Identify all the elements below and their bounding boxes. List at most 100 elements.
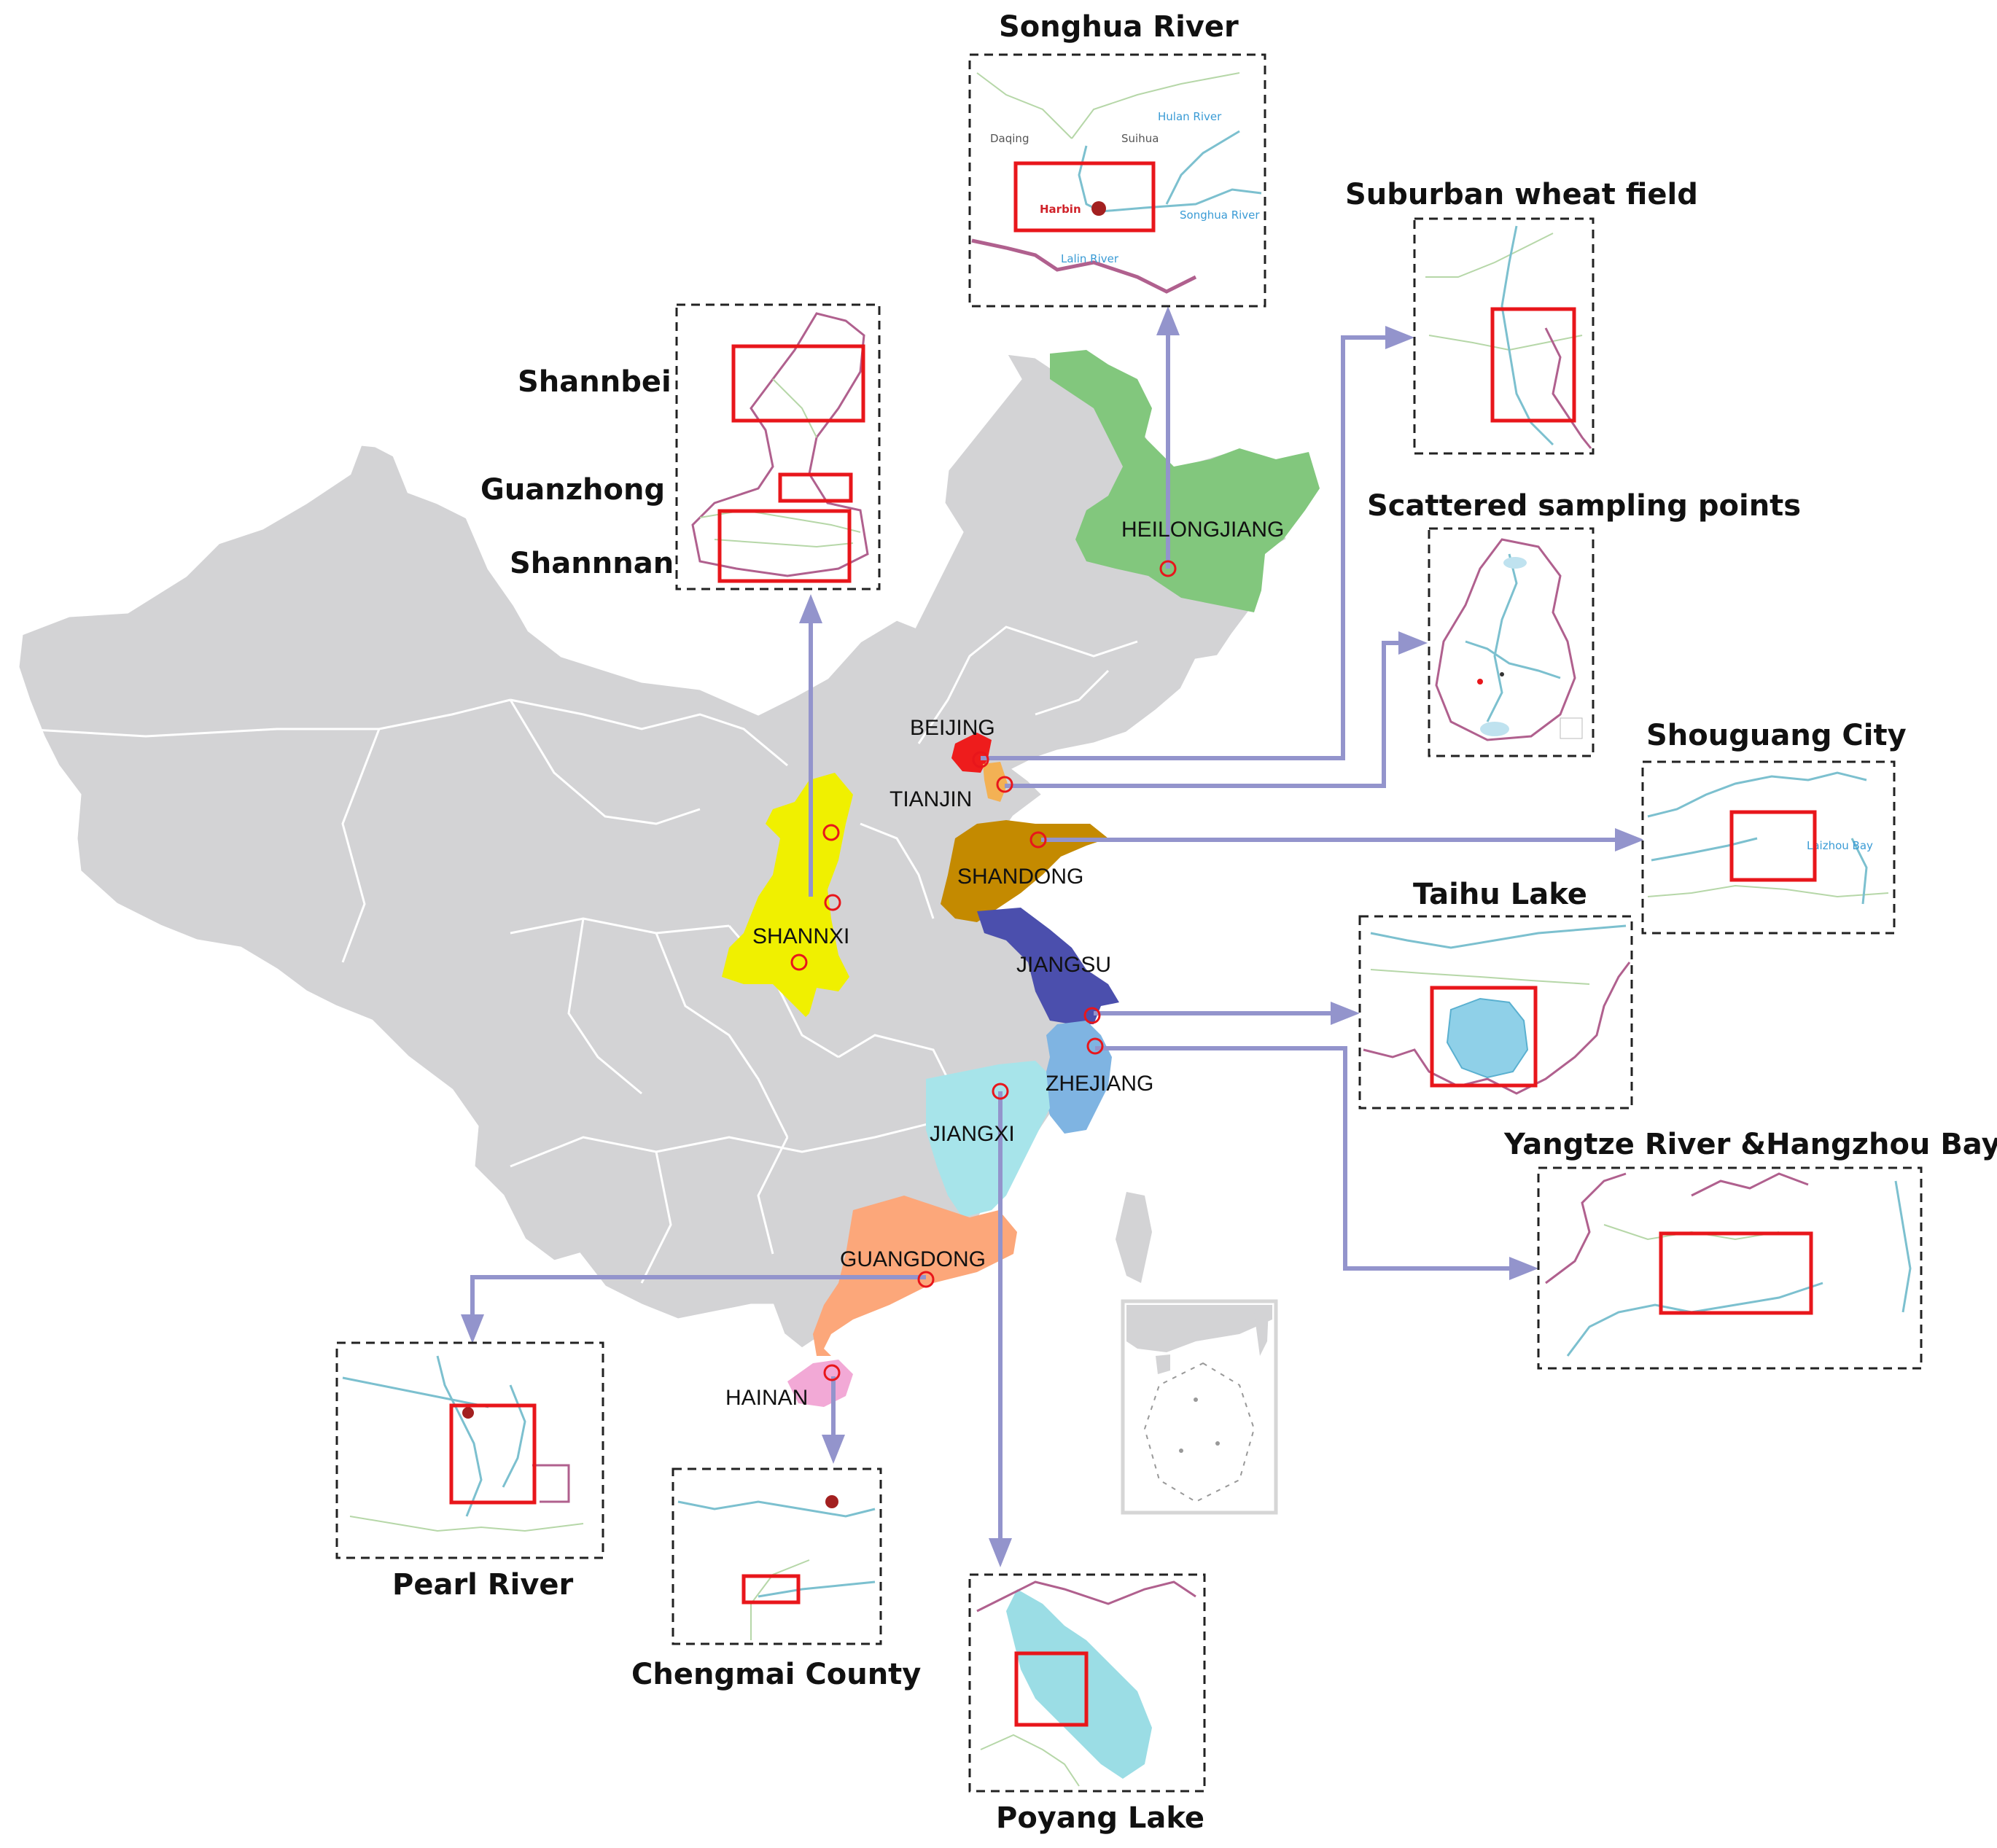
- inset-yangtze-hangzhou-bay: Yangtze River &Hangzhou Bay: [1503, 1128, 1997, 1370]
- highlight-box-shouguang: [1729, 810, 1817, 882]
- inset-songhua-river: Songhua River Daqing Suihua Hulan River …: [968, 10, 1266, 308]
- inset-frame-shaanxi: [675, 303, 881, 590]
- highlight-box-chengmai: [741, 1574, 801, 1605]
- province-labels: HEILONGJIANG BEIJING TIANJIN SHANDONG SH…: [725, 518, 1284, 1410]
- inset-shouguang-city: Shouguang City Laizhou Bay: [1641, 719, 1907, 935]
- highlight-box-guanzhong: [778, 472, 853, 503]
- connector-lines: [461, 306, 1644, 1567]
- label-shandong: SHANDONG: [957, 865, 1083, 889]
- hainan-region: [787, 1360, 853, 1407]
- inset-frame-shouguang: [1641, 760, 1896, 935]
- shannxi-region: [722, 773, 853, 1017]
- inset-title-poyang: Poyang Lake: [996, 1801, 1204, 1835]
- site-hainan: [823, 1364, 841, 1381]
- arrowhead-scattered: [1398, 631, 1428, 655]
- arrowhead-taihu: [1331, 1002, 1360, 1025]
- inset-title-yangtze: Yangtze River &Hangzhou Bay: [1503, 1128, 1997, 1161]
- arrowhead-shouguang: [1615, 828, 1644, 851]
- site-shannxi-central: [824, 894, 841, 911]
- label-jiangsu: JIANGSU: [1016, 953, 1111, 977]
- taiwan-shape: [1116, 1192, 1152, 1283]
- site-jiangxi: [992, 1083, 1009, 1100]
- inset-pearl-river: Pearl River: [335, 1341, 604, 1602]
- site-guangdong: [917, 1271, 935, 1288]
- poyang-lake-water: [1006, 1589, 1152, 1779]
- sampling-sites: [790, 560, 1177, 1381]
- connector-tianjin: [1005, 641, 1407, 788]
- highlight-box-taihu: [1430, 986, 1538, 1088]
- inset-chengmai-county: Chengmai County: [631, 1467, 921, 1691]
- highlight-box-poyang: [1014, 1651, 1089, 1727]
- shandong-region: [941, 820, 1108, 922]
- region-label-guanzhong: Guanzhong: [480, 473, 665, 507]
- highlight-box-shannbei: [731, 344, 865, 423]
- arrowhead-yangtze: [1509, 1257, 1538, 1280]
- inset-poyang-lake: Poyang Lake: [968, 1573, 1206, 1835]
- highlighted-provinces: [722, 350, 1320, 1407]
- highlight-box-yangtze: [1659, 1231, 1813, 1315]
- label-beijing: BEIJING: [910, 716, 995, 740]
- label-jiangxi: JIANGXI: [930, 1122, 1015, 1146]
- site-tianjin: [996, 776, 1013, 793]
- inset-title-shouguang: Shouguang City: [1646, 719, 1907, 752]
- label-zhejiang: ZHEJIANG: [1046, 1072, 1153, 1096]
- inset-title-songhua: Songhua River: [999, 10, 1239, 44]
- beijing-region: [951, 733, 992, 773]
- jiangsu-region: [977, 908, 1119, 1024]
- svg-text:Harbin: Harbin: [1040, 203, 1081, 216]
- region-label-shannan: Shannnan: [510, 547, 674, 580]
- site-shannxi-south: [790, 954, 808, 971]
- inset-frame-wheat: [1413, 217, 1595, 455]
- highlight-box-harbin: [1013, 161, 1156, 233]
- region-label-shannbei: Shannbei: [518, 365, 671, 399]
- svg-text:Laizhou Bay: Laizhou Bay: [1807, 839, 1873, 852]
- arrowhead-chengmai: [822, 1435, 845, 1464]
- connector-beijing: [981, 335, 1394, 760]
- inset-title-wheat: Suburban wheat field: [1345, 178, 1698, 211]
- highlight-box-pearl: [449, 1403, 537, 1505]
- inset-suburban-wheat-field: Suburban wheat field: [1345, 178, 1698, 455]
- label-tianjin: TIANJIN: [889, 787, 972, 811]
- inset-frame-chengmai: [671, 1467, 882, 1645]
- label-heilongjiang: HEILONGJIANG: [1121, 518, 1284, 542]
- label-hainan: HAINAN: [725, 1386, 808, 1410]
- connector-zhejiang: [1095, 1046, 1517, 1271]
- highlight-box-shannan: [717, 509, 852, 583]
- inset-frame-songhua: [968, 53, 1266, 308]
- inset-frame-yangtze: [1537, 1166, 1923, 1370]
- svg-text:Hulan River: Hulan River: [1158, 110, 1222, 123]
- site-zhejiang: [1086, 1037, 1104, 1055]
- connector-guangdong: [470, 1275, 926, 1319]
- site-shannxi-north: [822, 824, 840, 841]
- inset-shaanxi: Shannbei Guanzhong Shannnan: [480, 303, 881, 590]
- arrowhead-poyang: [989, 1538, 1012, 1567]
- site-shandong: [1029, 831, 1047, 849]
- inset-scattered-sampling-points: Scattered sampling points: [1367, 489, 1801, 757]
- heilongjiang-region: [1050, 350, 1320, 612]
- arrowhead-songhua: [1156, 306, 1180, 335]
- harbin-city-dot: [1091, 201, 1106, 216]
- site-heilongjiang: [1159, 560, 1177, 577]
- site-beijing: [972, 751, 989, 768]
- arrowhead-wheat: [1385, 326, 1414, 349]
- svg-text:Daqing: Daqing: [990, 132, 1029, 145]
- inset-title-scattered: Scattered sampling points: [1367, 489, 1801, 523]
- svg-text:Lalin River: Lalin River: [1061, 252, 1119, 265]
- taihu-lake-water: [1446, 997, 1529, 1079]
- inset-taihu-lake: Taihu Lake: [1358, 878, 1633, 1110]
- south-china-sea-inset: [1121, 1299, 1278, 1515]
- arrowhead-pearl: [461, 1314, 484, 1344]
- label-guangdong: GUANGDONG: [840, 1247, 986, 1271]
- arrowhead-shaanxi-inset: [799, 594, 822, 623]
- inset-title-taihu: Taihu Lake: [1413, 878, 1587, 911]
- inset-title-chengmai: Chengmai County: [631, 1658, 921, 1691]
- inset-title-pearl: Pearl River: [392, 1568, 574, 1602]
- site-jiangsu: [1083, 1007, 1101, 1024]
- highlight-box-wheat: [1490, 307, 1576, 423]
- jiangxi-region: [926, 1061, 1050, 1217]
- svg-text:Suihua: Suihua: [1121, 132, 1159, 145]
- label-shannxi: SHANNXI: [752, 924, 849, 948]
- zhejiang-region: [1043, 1021, 1112, 1134]
- svg-text:Songhua River: Songhua River: [1180, 208, 1260, 222]
